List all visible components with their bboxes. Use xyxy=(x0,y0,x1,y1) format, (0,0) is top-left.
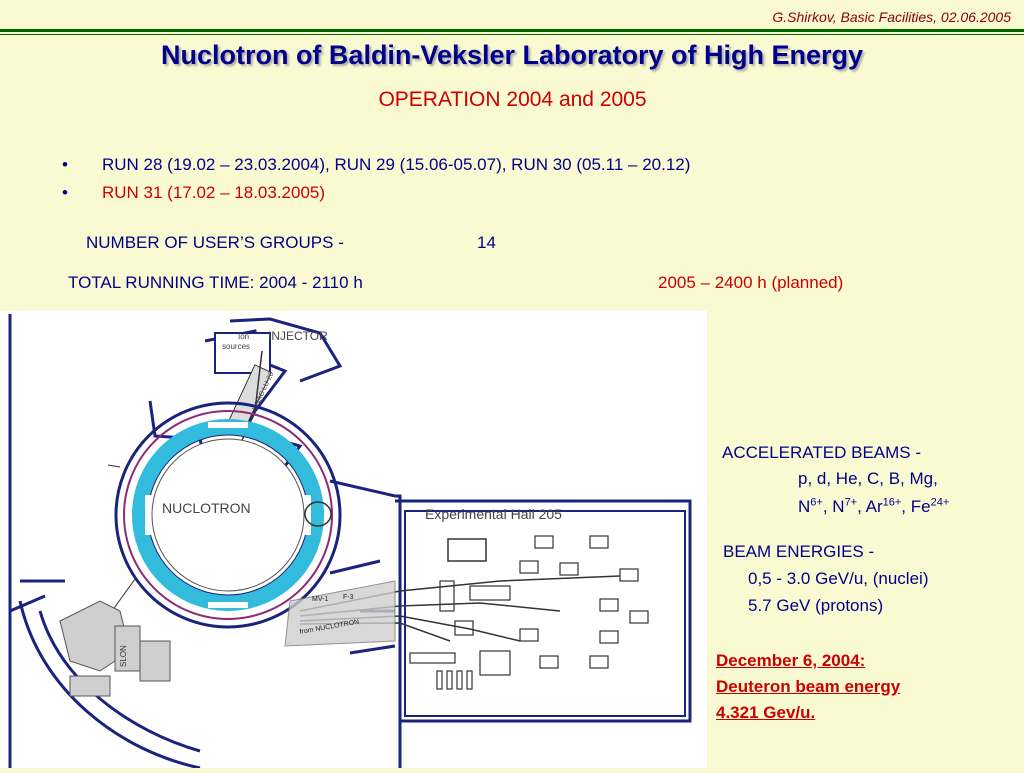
ion-fe: Fe xyxy=(910,497,931,516)
sector-wall xyxy=(329,559,381,575)
hall-cabinets xyxy=(436,670,473,690)
run-text: RUN 31 (17.02 – 18.03.2005) xyxy=(102,183,326,202)
beams-list: p, d, He, C, B, Mg, xyxy=(798,469,938,488)
news-line-2: Deuteron beam energy xyxy=(716,677,901,696)
ring-tunnel-outer xyxy=(114,401,342,629)
header-rule-thin xyxy=(0,34,1024,35)
hall-equipment xyxy=(447,538,487,562)
sector-arc xyxy=(18,600,201,770)
energies-title: BEAM ENERGIES - xyxy=(723,542,875,561)
sector-wall xyxy=(9,594,46,613)
bullet-icon: • xyxy=(62,183,68,202)
page-subtitle: OPERATION 2004 and 2005 xyxy=(378,88,647,111)
page-title: Nuclotron of Baldin-Veksler Laboratory o… xyxy=(160,40,864,70)
ring-marker xyxy=(107,464,121,468)
facility-map: Ion sources INJECTOR LINAC LU-20 NUCLOTR… xyxy=(8,314,692,770)
building-walls xyxy=(8,314,692,770)
ring-marker xyxy=(111,578,136,612)
injector-label: INJECTOR xyxy=(268,329,328,343)
mv1-label: MV-1 xyxy=(312,596,328,603)
f3-label: F-3 xyxy=(343,594,354,601)
running-time-label: TOTAL RUNNING TIME: 2004 - 2110 h xyxy=(68,273,363,292)
ring-tunnel-line xyxy=(123,410,333,620)
header-rule-thick xyxy=(0,29,1024,32)
ion-n7: N xyxy=(832,497,845,516)
run-text: RUN 28 (19.02 – 23.03.2004), RUN 29 (15.… xyxy=(102,155,691,174)
beams-title: ACCELERATED BEAMS - xyxy=(722,443,922,462)
hall-inner-wall xyxy=(404,510,686,717)
hall-wall xyxy=(395,499,692,723)
hall-wall xyxy=(329,479,402,768)
hall-label: Experimental Hall 205 xyxy=(425,506,562,522)
ion-charge: 16+ xyxy=(882,496,902,509)
run-list-item: • RUN 28 (19.02 – 23.03.2004), RUN 29 (1… xyxy=(62,155,691,175)
user-groups-value: 14 xyxy=(477,233,496,252)
ion-ar: Ar xyxy=(865,497,883,516)
ion-sources-label: Ion xyxy=(238,332,249,341)
beams-ions: N6+, N7+, Ar16+, Fe24+ xyxy=(798,496,950,516)
sector-arc xyxy=(38,610,201,753)
beam-transfer-area xyxy=(284,580,396,647)
facility-diagram: Ion sources INJECTOR LINAC LU-20 NUCLOTR… xyxy=(0,311,707,770)
ring-straight-sections xyxy=(145,422,311,608)
slon-label: SLON xyxy=(119,645,128,667)
running-time-2005: 2005 – 2400 h (planned) xyxy=(658,273,844,292)
ion-charge: 24+ xyxy=(930,496,950,509)
ion-charge: 6+ xyxy=(810,496,823,509)
news-line-1: December 6, 2004: xyxy=(716,651,866,670)
hall-equipment-boxes xyxy=(409,535,649,676)
extraction-point xyxy=(304,501,332,527)
ion-n: N xyxy=(798,497,811,516)
energies-protons: 5.7 GeV (protons) xyxy=(748,596,884,615)
nuclotron-label: NUCLOTRON xyxy=(162,500,251,516)
news-line-3: 4.321 Gev/u. xyxy=(716,703,816,722)
lower-left-equipment xyxy=(59,600,171,697)
user-groups-label: NUMBER OF USER’S GROUPS - xyxy=(86,233,344,252)
sector-wall xyxy=(349,644,396,655)
author-credit: G.Shirkov, Basic Facilities, 02.06.2005 xyxy=(772,9,1011,25)
bullet-icon: • xyxy=(62,155,68,174)
ion-sources-label: sources xyxy=(222,342,250,351)
energies-nuclei: 0,5 - 3.0 GeV/u, (nuclei) xyxy=(748,569,929,588)
ion-charge: 7+ xyxy=(844,496,858,509)
injector-wall xyxy=(229,317,343,383)
run-list-item: • RUN 31 (17.02 – 18.03.2005) xyxy=(62,183,326,203)
ring-inner-wall xyxy=(151,438,305,592)
